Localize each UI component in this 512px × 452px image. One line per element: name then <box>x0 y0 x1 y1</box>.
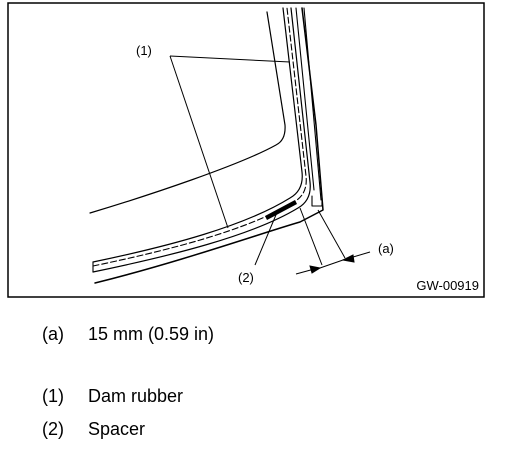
figure-id: GW-00919 <box>416 278 479 293</box>
windshield-corner-diagram: (1) (2) (a) GW-00919 <box>7 2 485 298</box>
callout-1-leaders <box>169 55 291 229</box>
pillar-line-b <box>303 7 322 201</box>
legend-key: (a) <box>42 324 64 344</box>
legend-text: Spacer <box>88 419 146 439</box>
dam-rubber-outer-line <box>92 7 303 263</box>
dimension-a <box>295 207 371 275</box>
glass-inner-edge <box>89 11 286 214</box>
glass-and-body-outlines <box>89 7 324 284</box>
corner-box <box>311 195 323 207</box>
legend-text: 15 mm (0.59 in) <box>88 324 215 344</box>
figure-frame <box>7 2 485 298</box>
legend-text: Dam rubber <box>88 386 184 406</box>
pillar-line-a <box>295 7 315 191</box>
dam-rubber-dashed-line <box>92 7 307 267</box>
legend-key: (2) <box>42 419 64 439</box>
callout-label-a: (a) <box>378 241 394 256</box>
callout-2-leader <box>254 209 279 266</box>
callout-label-1: (1) <box>136 43 152 58</box>
body-outer-edge <box>94 7 324 284</box>
legend-key: (1) <box>42 386 64 406</box>
spacer-strip <box>265 200 297 220</box>
dam-rubber-inner-line <box>92 7 311 273</box>
callout-label-2: (2) <box>238 270 254 285</box>
